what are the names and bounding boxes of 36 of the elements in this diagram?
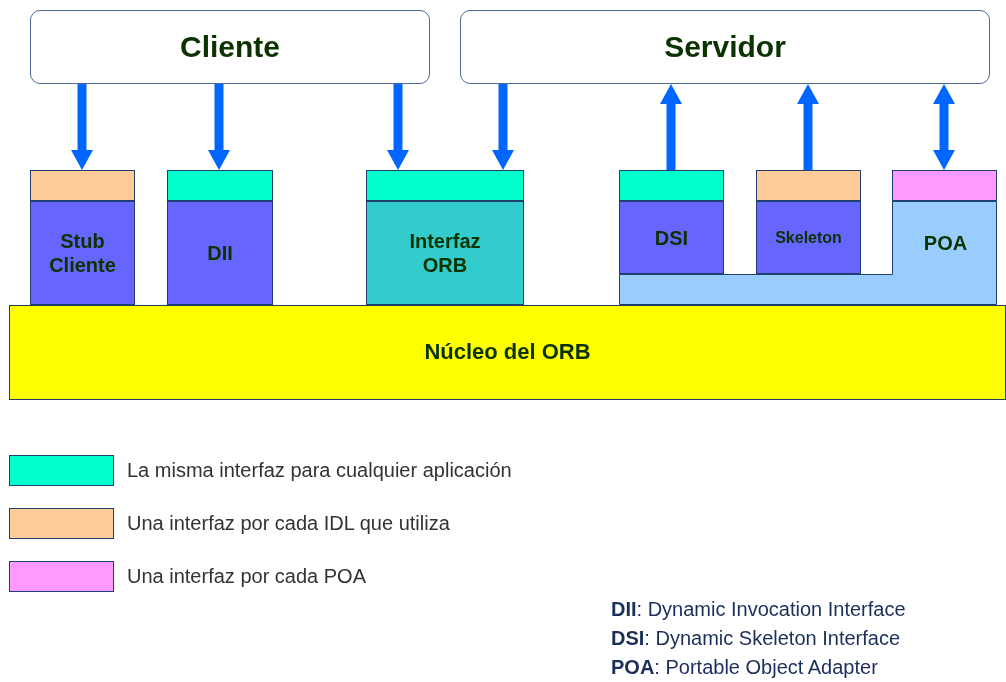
legend-text: Una interfaz por cada POA	[127, 565, 366, 588]
arrow	[492, 84, 514, 170]
interface-cap	[756, 170, 861, 201]
component-box	[756, 201, 861, 274]
abbreviation-note: POA: Portable Object Adapter	[611, 655, 878, 679]
arrow	[933, 84, 955, 170]
abbreviation-note: DII: Dynamic Invocation Interface	[611, 597, 906, 621]
arrow	[660, 84, 682, 170]
arrow	[71, 84, 93, 170]
component-box	[167, 201, 273, 305]
server-box	[460, 10, 990, 84]
client-box	[30, 10, 430, 84]
node-label: DSI	[654, 225, 689, 250]
interface-cap	[892, 170, 997, 201]
node-label: Cliente	[180, 29, 280, 65]
arrow	[797, 84, 819, 170]
arrow	[387, 84, 409, 170]
node-label: Skeleton	[775, 227, 842, 248]
component-box	[619, 201, 724, 274]
component-box	[30, 201, 135, 305]
interface-cap	[619, 170, 724, 201]
legend-text: Una interfaz por cada IDL que utiliza	[127, 512, 450, 535]
node-label: POA	[922, 231, 969, 255]
interface-cap	[30, 170, 135, 201]
legend-text: La misma interfaz para cualquier aplicación	[127, 459, 512, 482]
core-bar	[9, 305, 1006, 400]
interface-cap	[167, 170, 273, 201]
abbreviation-note: DSI: Dynamic Skeleton Interface	[611, 626, 901, 650]
node-label: Interfaz ORB	[408, 229, 482, 277]
node-label: Núcleo del ORB	[424, 339, 591, 366]
component-box	[366, 201, 524, 305]
arrow	[208, 84, 230, 170]
node-label: Servidor	[664, 29, 786, 65]
node-label: DII	[207, 241, 233, 265]
interface-cap	[366, 170, 524, 201]
node-label: Stub Cliente	[48, 229, 117, 277]
